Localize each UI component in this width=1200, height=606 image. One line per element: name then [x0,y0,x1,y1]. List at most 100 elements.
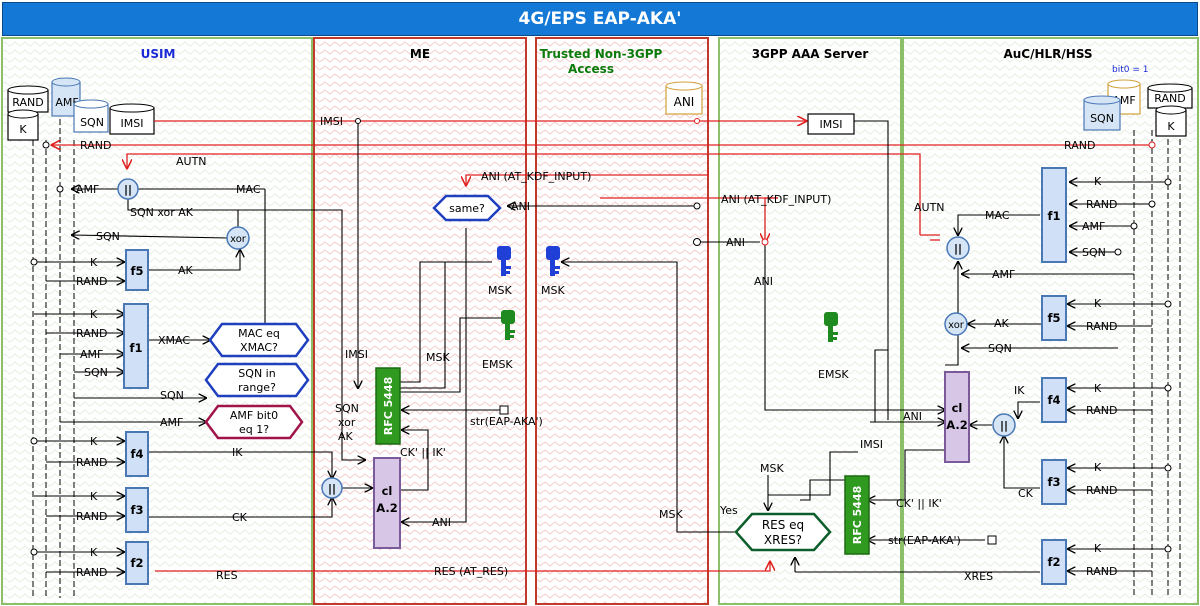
label-sqn-2: SQN [160,389,184,402]
hss-sqn-store: SQN [1083,95,1121,131]
svg-text:RFC 5448: RFC 5448 [382,377,395,436]
label-k-hss-f3: K [1094,461,1102,474]
lane-trusted-title-2: Access [568,62,614,76]
label-imsi-aaa: IMSI [860,438,883,451]
diagram-title: 4G/EPS EAP-AKA' [2,2,1198,36]
amf-check: AMF bit0 eq 1? [204,404,304,440]
lane-trusted [535,37,709,605]
label-rand-f4: RAND [76,456,107,469]
hss-xor-op: xor [944,312,968,336]
str-terminal-aaa [987,535,997,545]
svg-text:A.2: A.2 [376,501,397,515]
hss-rand-store: RAND [1147,83,1193,109]
svg-text:A.2: A.2 [946,418,967,432]
emsk-key-icon-me [501,310,515,340]
svg-text:IMSI: IMSI [820,118,843,131]
label-k-hss-f5: K [1094,297,1102,310]
label-xmac: XMAC [158,334,190,347]
usim-f2-box: f2 [125,541,149,585]
svg-text:xor: xor [230,234,247,245]
label-msk-trusted-2: MSK [659,508,683,521]
label-ani-aaa-1: ANI [726,236,745,249]
aaa-imsi-box: IMSI [807,113,855,135]
svg-text:f5: f5 [1047,311,1060,325]
hss-f4-box: f4 [1041,377,1067,423]
label-rand-f3: RAND [76,510,107,523]
label-ik: IK [232,446,243,459]
junction-dots [30,118,1172,556]
svg-text:ANI: ANI [674,95,695,109]
label-rand-hss-f4: RAND [1086,404,1117,417]
label-autn: AUTN [176,155,207,168]
svg-text:SQN: SQN [80,116,104,129]
me-rfc5448-box: RFC 5448 [375,367,401,445]
usim-f5-box: f5 [125,249,149,291]
msk-key-icon-me [497,246,511,276]
hss-concat-op-top: || [946,236,970,260]
label-k-hss-f4: K [1094,382,1102,395]
usim-k-store: K [7,109,39,141]
svg-text:RFC 5448: RFC 5448 [851,486,864,545]
svg-text:MAC eq: MAC eq [238,327,280,340]
black-flows [34,120,1168,572]
label-ani-aaa-3: ANI [903,410,922,423]
emsk-key-icon-aaa [824,312,838,342]
svg-text:||: || [954,242,962,255]
label-yes: Yes [719,504,738,517]
lane-aaa-title: 3GPP AAA Server [752,47,869,61]
aaa-cl-a2-box: cl A.2 [944,371,970,463]
label-sqn-f1: SQN [84,366,108,379]
label-ck-hss: CK [1018,487,1034,500]
svg-text:K: K [1167,120,1175,133]
label-sqn-hss-f1: SQN [1082,246,1106,259]
hss-k-store: K [1155,105,1187,137]
hss-f2-box: f2 [1041,539,1067,585]
svg-text:||: || [124,183,132,196]
label-amf-f1: AMF [80,348,103,361]
aaa-rfc5448-box: RFC 5448 [844,475,870,555]
label-str-me: str(EAP-AKA') [470,415,543,428]
res-check: RES eq XRES? [734,512,832,552]
lane-usim-title: USIM [141,47,176,61]
svg-text:SQN in: SQN in [238,367,275,380]
svg-text:f4: f4 [1047,393,1060,407]
lane-usim [1,37,313,605]
label-rand-hss: RAND [1064,139,1095,152]
label-rand-hss-f5: RAND [1086,320,1117,333]
svg-text:||: || [1000,419,1008,432]
label-k-f5: K [90,256,98,269]
hss-dashed-lines [1133,130,1181,598]
label-ani-kdf-aaa: ANI (AT_KDF_INPUT) [721,193,831,206]
svg-text:K: K [19,123,27,136]
label-ck: CK [232,511,248,524]
label-emsk-me: EMSK [482,358,513,371]
label-ckik-me: CK' || IK' [400,446,446,459]
svg-text:f2: f2 [130,556,143,570]
label-ckik-aaa: CK' || IK' [896,497,942,510]
label-rand-f1: RAND [76,327,107,340]
svg-text:XMAC?: XMAC? [240,341,278,354]
flow-labels: IMSI RAND AUTN AMF MAC SQN xor AK SQN K … [76,115,1117,583]
label-imsi-me-2: IMSI [345,348,368,361]
svg-text:IMSI: IMSI [121,117,144,130]
svg-text:xor: xor [948,320,965,331]
usim-f1-box: f1 [123,303,149,389]
svg-text:AMF: AMF [55,96,78,109]
label-k-hss-f2: K [1094,542,1102,555]
label-autn-hss: AUTN [914,201,945,214]
hss-f3-box: f3 [1041,459,1067,505]
label-emsk-aaa: EMSK [818,368,849,381]
label-rand-hss-f1: RAND [1086,198,1117,211]
label-mac-hss: MAC [985,209,1010,222]
label-rand-f2: RAND [76,566,107,579]
label-k-hss-f1: K [1094,175,1102,188]
label-k-f4: K [90,435,98,448]
me-concat-op: || [321,477,343,499]
usim-concat-op: || [117,178,139,200]
label-xres: XRES [964,570,993,583]
label-ani-me: ANI [511,200,530,213]
label-sqn-1: SQN [96,230,120,243]
label-msk-trusted: MSK [541,284,565,297]
me-cl-a2-box: cl A.2 [373,457,401,549]
